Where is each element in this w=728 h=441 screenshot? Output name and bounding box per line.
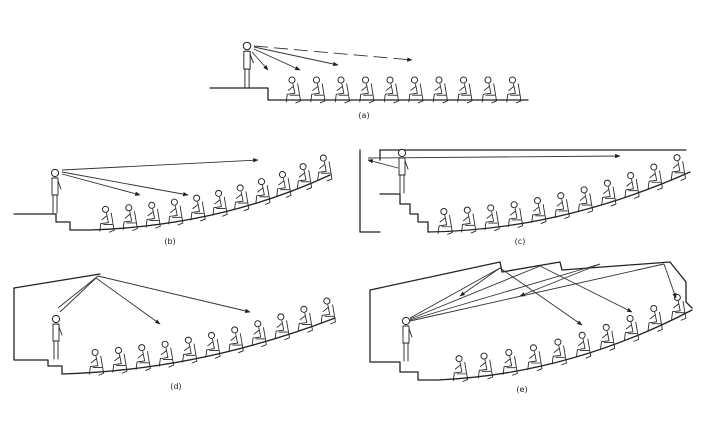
standing-speaker	[50, 168, 62, 214]
seated-spectator	[251, 320, 267, 347]
panel-a-sightlines	[251, 45, 413, 71]
seated-spectator	[234, 184, 250, 212]
panel-e-sightlines	[409, 263, 677, 326]
seated-spectator	[484, 204, 500, 232]
seated-spectator	[452, 355, 469, 382]
seated-spectator	[554, 192, 570, 219]
standing-speaker	[51, 314, 63, 360]
seated-spectator	[182, 336, 198, 364]
seated-spectator	[122, 204, 138, 231]
panel-a-speaker	[242, 41, 254, 89]
seated-spectator	[408, 76, 424, 104]
panel-e-speaker	[401, 316, 413, 362]
seated-spectator	[205, 331, 221, 359]
seated-spectator	[432, 76, 448, 104]
seated-spectator	[99, 205, 115, 233]
seated-spectator	[190, 194, 206, 222]
standing-speaker	[397, 148, 409, 194]
seated-spectator	[477, 352, 494, 380]
seated-spectator	[158, 340, 175, 368]
seated-spectator	[334, 76, 350, 104]
seated-spectator	[670, 154, 686, 181]
standing-speaker	[242, 41, 254, 89]
seated-spectator	[112, 346, 128, 374]
panel-c-sightlines	[367, 153, 621, 169]
seated-spectator	[297, 305, 313, 333]
seated-spectator	[576, 331, 592, 359]
seated-spectator	[481, 76, 497, 104]
panel-a: (a)	[209, 41, 529, 120]
panel-d: (d)	[13, 273, 336, 391]
panel-a-structure	[209, 87, 529, 101]
panel-d-seats	[88, 297, 336, 376]
panel-b-structure	[13, 174, 331, 231]
panel-e-seats	[452, 293, 687, 382]
panel-b-seats	[99, 154, 333, 233]
panel-d-structure	[13, 273, 336, 375]
seated-spectator	[320, 297, 336, 325]
seated-spectator	[359, 76, 375, 104]
seated-spectator	[310, 76, 326, 104]
panel-a-seats	[285, 76, 522, 104]
seated-spectator	[168, 198, 184, 226]
seated-spectator	[647, 163, 663, 191]
seated-spectator	[601, 179, 617, 207]
seated-spectator	[600, 323, 616, 351]
seated-spectator	[551, 338, 567, 366]
seated-spectator	[88, 348, 105, 376]
seated-spectator	[212, 189, 228, 217]
seated-spectator	[623, 314, 640, 342]
panel-c-speaker	[397, 148, 409, 194]
seated-spectator	[457, 76, 473, 104]
seated-spectator	[624, 172, 640, 199]
panel-d-label: (d)	[170, 382, 181, 391]
panel-e-structure	[369, 261, 693, 381]
panel-b-speaker	[50, 168, 62, 214]
seated-spectator	[502, 348, 518, 376]
seated-spectator	[255, 178, 271, 205]
seated-spectator	[145, 201, 161, 229]
seated-spectator	[296, 163, 313, 190]
panel-c: (c)	[359, 148, 691, 246]
seated-spectator	[437, 208, 453, 235]
panel-c-label: (c)	[515, 237, 526, 246]
seated-spectator	[383, 76, 399, 104]
seated-spectator	[531, 197, 547, 224]
panel-e-label: (e)	[516, 385, 527, 394]
panel-b-label: (b)	[164, 237, 175, 246]
panel-c-seats	[437, 154, 686, 235]
seated-spectator	[577, 186, 594, 214]
panel-e: (e)	[369, 261, 693, 394]
seated-spectator	[285, 76, 301, 104]
seated-spectator	[135, 344, 151, 371]
seated-spectator	[461, 206, 477, 234]
panel-b-sightlines	[61, 158, 259, 197]
panel-c-structure	[359, 149, 691, 233]
panel-a-label: (a)	[358, 111, 369, 120]
panel-d-speaker	[51, 314, 63, 360]
seated-spectator	[506, 76, 522, 104]
standing-speaker	[401, 316, 413, 362]
seated-spectator	[317, 154, 333, 182]
seated-spectator	[647, 304, 663, 332]
seated-spectator	[507, 201, 524, 228]
panel-b: (b)	[13, 154, 333, 246]
seated-spectator	[274, 313, 290, 341]
seated-spectator	[276, 170, 292, 198]
seated-spectator	[527, 344, 543, 372]
seated-spectator	[228, 326, 244, 354]
panel-d-sightlines	[57, 275, 251, 325]
